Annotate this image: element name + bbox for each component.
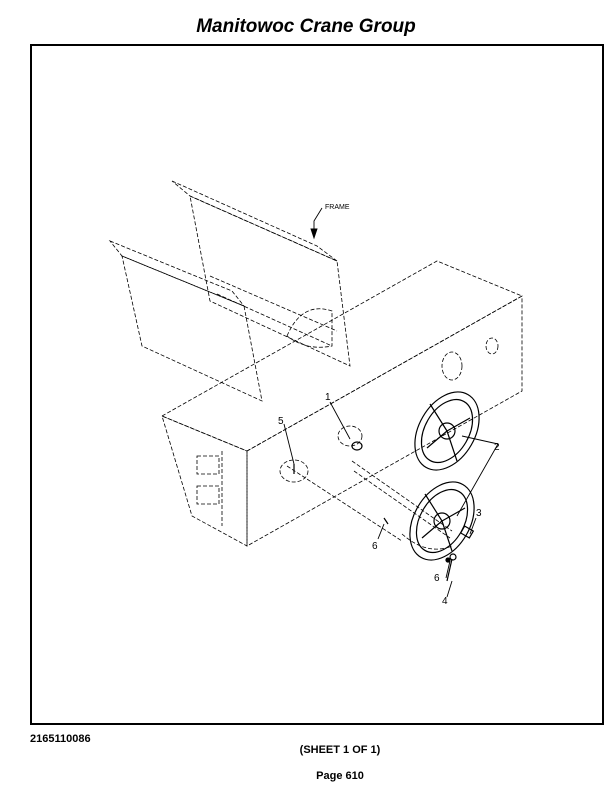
crane-frame-outline <box>108 180 523 550</box>
callout-6-right: 6 <box>434 573 440 584</box>
pulley-assembly <box>293 391 480 582</box>
leader-lines <box>283 207 499 598</box>
callout-5: 5 <box>278 416 284 427</box>
callout-4: 4 <box>442 596 448 607</box>
diagram-labels: FRAME 1 2 3 4 5 6 6 <box>278 204 500 607</box>
callout-6-left: 6 <box>372 541 378 552</box>
frame-label: FRAME <box>325 204 350 211</box>
drawing-part-number: 2165110086 <box>30 733 91 745</box>
diagram-frame: FRAME 1 2 3 4 5 6 6 <box>30 44 604 725</box>
sheet-indicator: (SHEET 1 OF 1) <box>299 744 381 756</box>
page-number: Page 610 <box>316 770 364 782</box>
exploded-parts-diagram: FRAME 1 2 3 4 5 6 6 <box>108 180 523 607</box>
callout-2: 2 <box>494 442 500 453</box>
page-title: Manitowoc Crane Group <box>196 16 416 37</box>
callout-1: 1 <box>325 392 331 403</box>
callout-3: 3 <box>476 508 482 519</box>
